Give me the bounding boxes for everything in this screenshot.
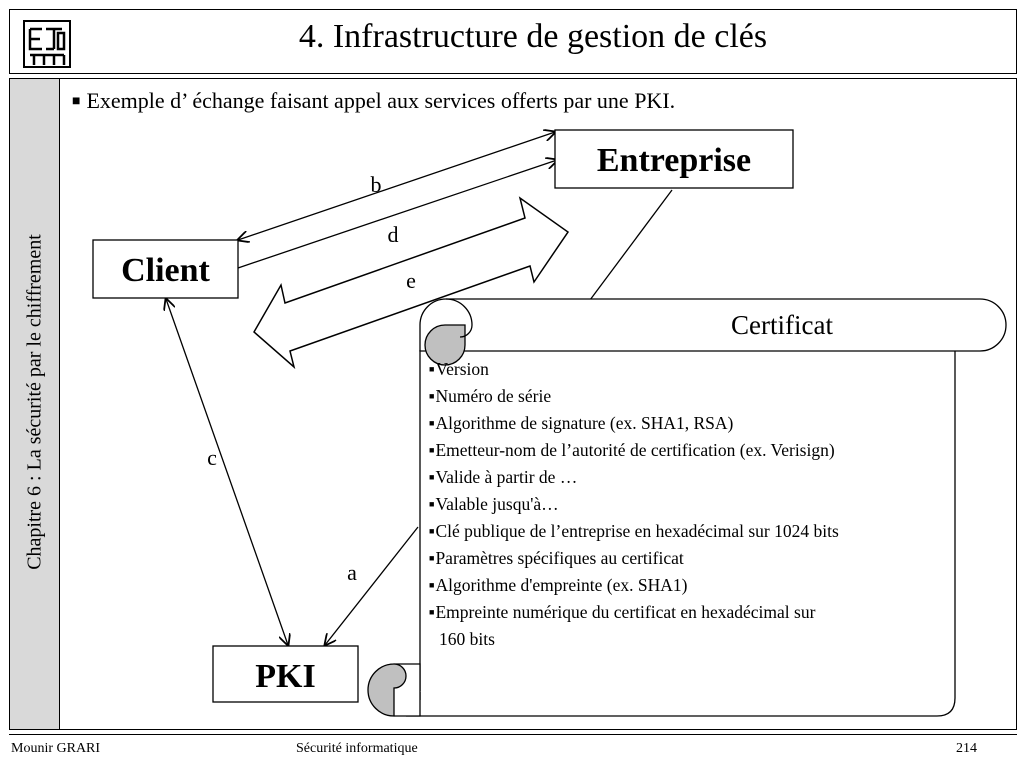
bullet-square-icon: ■ <box>429 472 435 482</box>
node-pki-label: PKI <box>255 658 315 695</box>
cert-item: ■Valable jusqu'à… <box>429 494 559 514</box>
node-pki <box>212 645 359 703</box>
bullet-square-icon: ■ <box>429 607 435 617</box>
bullet-square-icon: ■ <box>429 418 435 428</box>
arrow-d <box>237 160 557 269</box>
bullet-square-icon: ■ <box>72 94 81 109</box>
bullet-square-icon: ■ <box>429 364 435 374</box>
node-client-label: Client <box>121 252 210 289</box>
cert-item: ■Paramètres spécifiques au certificat <box>429 548 684 568</box>
bullet-square-icon: ■ <box>429 580 435 590</box>
cert-item: ■Emetteur-nom de l’autorité de certifica… <box>429 440 835 460</box>
certificate-title: Certificat <box>731 310 833 340</box>
arrow-a <box>325 526 419 645</box>
cert-item: ■Algorithme d'empreinte (ex. SHA1) <box>429 575 688 595</box>
cert-item: ■Algorithme de signature (ex. SHA1, RSA) <box>429 413 734 433</box>
footer-course: Sécurité informatique <box>296 741 418 756</box>
entreprise-certificate-link <box>589 189 673 301</box>
bullet-square-icon: ■ <box>429 499 435 509</box>
bullet-square-icon: ■ <box>429 391 435 401</box>
double-arrow-e <box>253 196 570 370</box>
page-title: 4. Infrastructure de gestion de clés <box>298 18 768 55</box>
footer-author: Mounir GRARI <box>11 741 101 756</box>
certificate-scroll <box>367 298 1007 717</box>
arrow-b <box>238 132 555 240</box>
chapter-sidebar: Chapitre 6 : La sécurité par le chiffrem… <box>10 79 60 729</box>
node-entreprise <box>554 129 794 189</box>
bullet-item: ■ Exemple d’ échange faisant appel aux se… <box>72 88 675 114</box>
slide-header: 4. Infrastructure de gestion de clés <box>9 9 1017 74</box>
node-entreprise-label: Entreprise <box>597 142 751 179</box>
cert-item: ■Empreinte numérique du certificat en he… <box>429 602 816 622</box>
cert-item-continuation: 160 bits <box>439 629 495 649</box>
bullet-square-icon: ■ <box>429 526 435 536</box>
edge-label-a: a <box>347 560 357 585</box>
edge-label-b: b <box>371 172 382 197</box>
cert-item: ■Numéro de série <box>429 386 552 406</box>
cert-item: ■Version <box>429 359 489 379</box>
cert-item: ■Clé publique de l’entreprise en hexadéc… <box>429 521 839 541</box>
cert-item: ■Valide à partir de … <box>429 467 578 487</box>
edge-label-e: e <box>406 268 416 293</box>
bullet-square-icon: ■ <box>429 445 435 455</box>
footer-page-number: 214 <box>956 741 977 756</box>
slide-footer: Mounir GRARI Sécurité informatique 214 <box>9 734 1017 763</box>
bullet-square-icon: ■ <box>429 553 435 563</box>
slide-content: Chapitre 6 : La sécurité par le chiffrem… <box>9 78 1017 730</box>
node-client <box>92 239 239 299</box>
arrow-c <box>166 299 288 645</box>
esto-logo-icon <box>23 20 71 68</box>
edge-label-c: c <box>207 445 217 470</box>
edge-label-d: d <box>388 222 399 247</box>
bullet-text: Exemple d’ échange faisant appel aux ser… <box>86 88 676 113</box>
